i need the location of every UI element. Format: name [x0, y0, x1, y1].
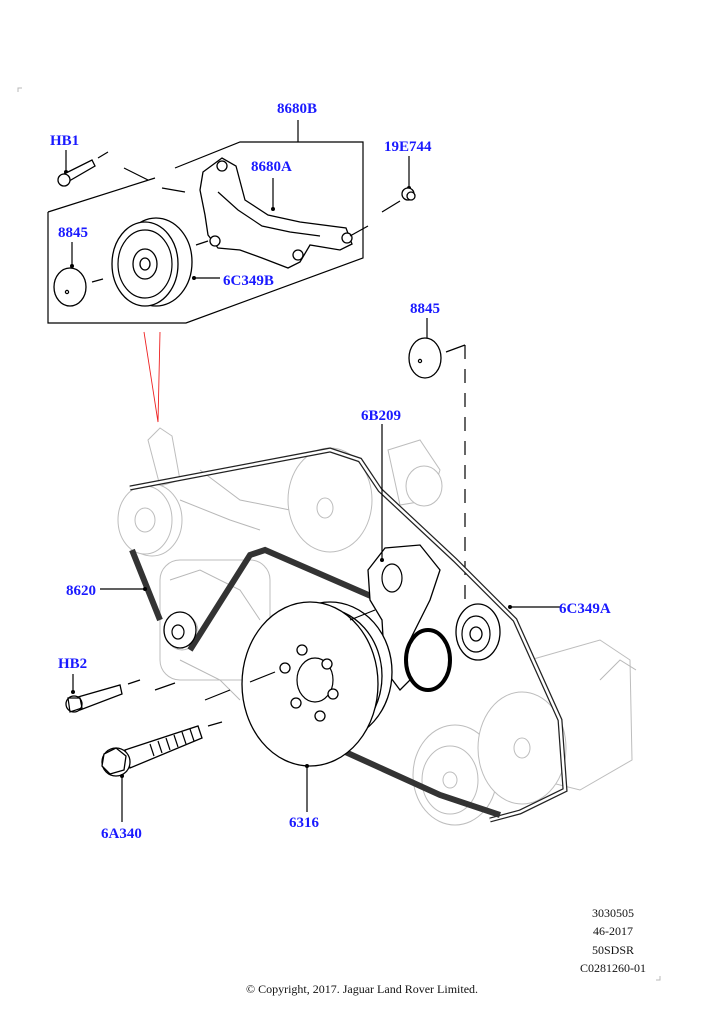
crank-pulley-6316 — [154, 601, 393, 812]
bush-19e744 — [381, 156, 416, 213]
callout-8845-right: 8845 — [410, 301, 440, 317]
bolt-hb1 — [57, 150, 186, 193]
kit-outline-box — [47, 120, 364, 324]
belt-8620 — [100, 546, 501, 818]
cap-8845-top — [53, 242, 104, 307]
corner-mark — [17, 87, 22, 92]
red-leader-lines — [143, 331, 161, 423]
reference-line: C0281260-01 — [580, 961, 646, 975]
bolt-hb2 — [65, 674, 141, 713]
callout-6c349a: 6C349A — [559, 601, 611, 617]
bracket-8680a — [195, 157, 369, 269]
callout-8680a: 8680A — [251, 159, 292, 175]
callout-hb2: HB2 — [58, 656, 88, 672]
callout-6b209: 6B209 — [361, 408, 402, 424]
belt-6c349a — [129, 447, 568, 823]
reference-line: 50SDSR — [591, 943, 635, 957]
reference-line: 46-2017 — [593, 924, 633, 938]
callout-6316: 6316 — [289, 815, 319, 831]
callout-hb1: HB1 — [50, 133, 80, 149]
callout-19e744: 19E744 — [384, 139, 432, 155]
copyright-footer: © Copyright, 2017. Jaguar Land Rover Lim… — [245, 982, 479, 996]
callout-8680b: 8680B — [277, 101, 318, 117]
callout-8845-top: 8845 — [58, 225, 88, 241]
idler-pulley-lower — [163, 611, 197, 649]
idler-pulley-6c349b — [111, 217, 220, 307]
reference-line: 3030505 — [592, 906, 634, 920]
cap-8845-right — [408, 318, 466, 640]
callout-6a340: 6A340 — [101, 826, 142, 842]
end-mark — [656, 976, 661, 981]
callout-8620: 8620 — [66, 583, 96, 599]
bolt-6a340 — [101, 721, 223, 822]
callout-6c349b: 6C349B — [223, 273, 274, 289]
